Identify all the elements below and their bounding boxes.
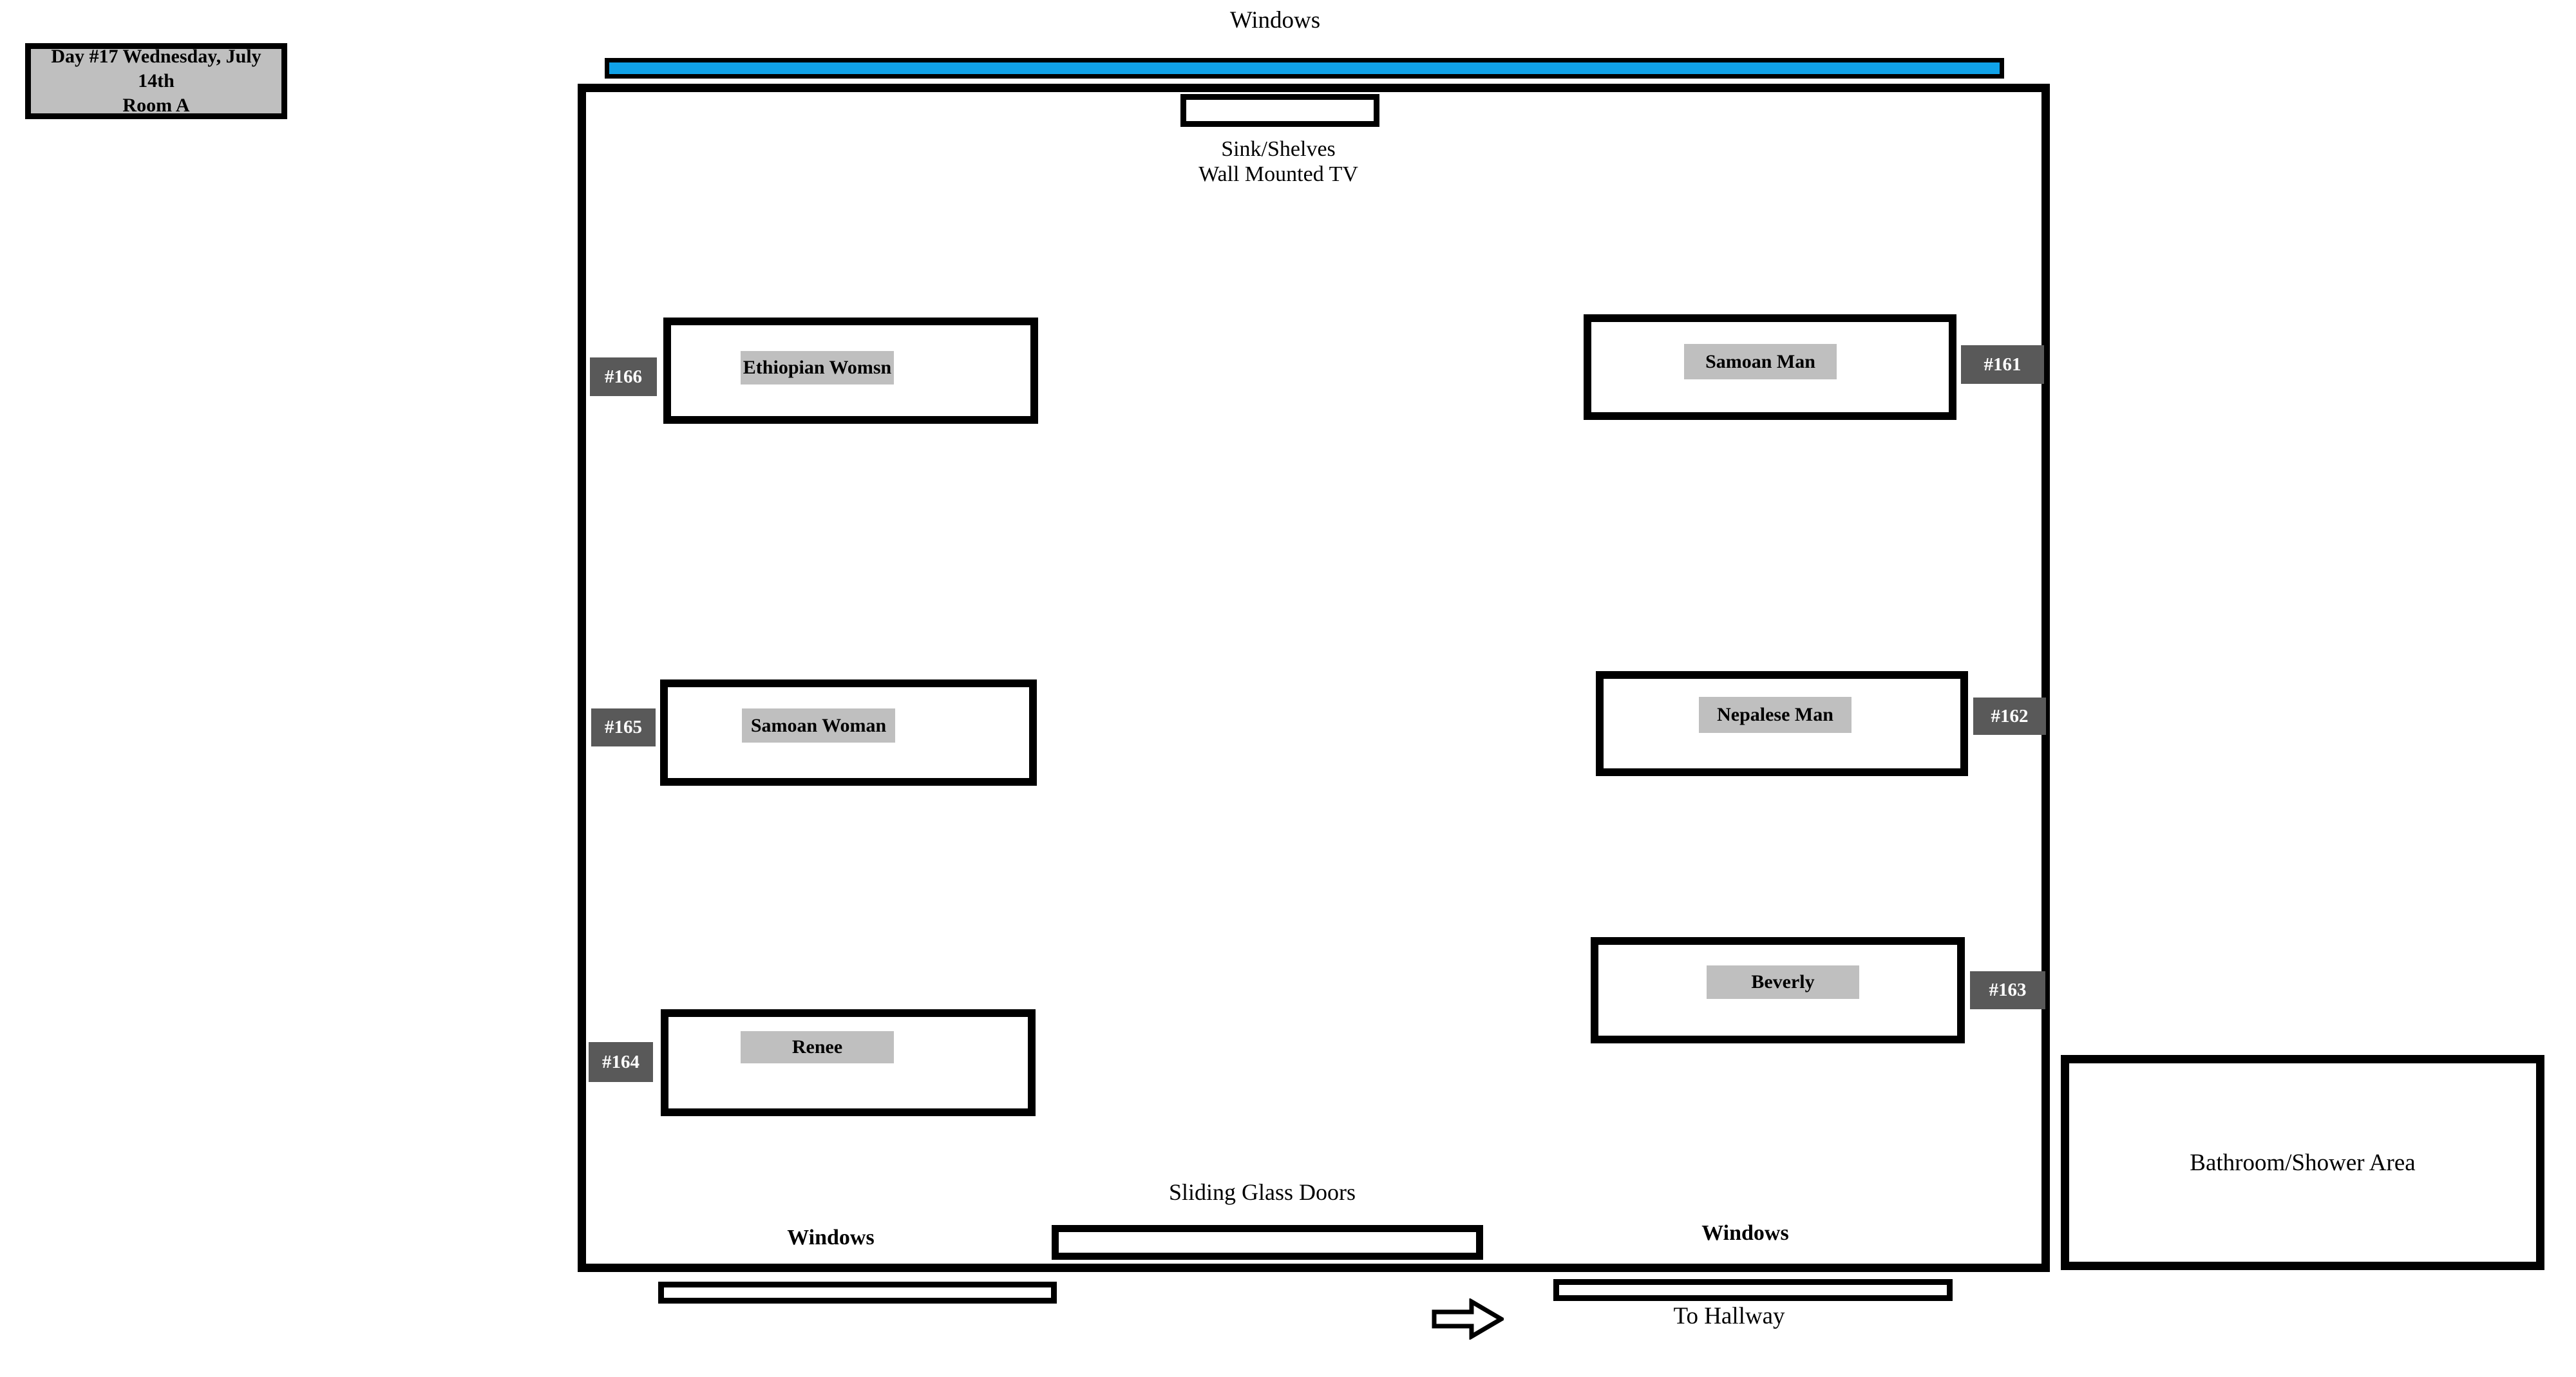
bed-tag-162: #162: [1973, 698, 2046, 735]
bed-tag-161: #161: [1961, 345, 2044, 384]
bed-162-patient-name: Nepalese Man: [1699, 697, 1852, 733]
bottom-right-window-strip: [1553, 1279, 1953, 1301]
top-window-strip: [605, 58, 2004, 79]
hallway-arrow-icon: [1432, 1297, 1506, 1341]
info-room-line: Room A: [122, 95, 190, 116]
bed-161-patient-name: Samoan Man: [1684, 344, 1837, 379]
sink-shelves-box: [1180, 94, 1379, 127]
bottom-windows-right-label: Windows: [1701, 1221, 1789, 1245]
sliding-door-box: [1052, 1225, 1483, 1260]
bed-tag-165: #165: [591, 708, 656, 746]
sink-shelves-label: Sink/Shelves: [1221, 137, 1336, 161]
bathroom-label: Bathroom/Shower Area: [2190, 1149, 2416, 1176]
bed-tag-164: #164: [589, 1042, 653, 1082]
bed-164-patient-name: Renee: [741, 1031, 894, 1063]
bed-163-patient-name: Beverly: [1707, 965, 1859, 999]
top-windows-label: Windows: [1229, 7, 1321, 33]
to-hallway-label: To Hallway: [1673, 1303, 1785, 1329]
bed-166-patient-name: Ethiopian Womsn: [741, 351, 894, 385]
bottom-windows-left-label: Windows: [787, 1226, 875, 1249]
info-date-line: Day #17 Wednesday, July 14th: [51, 46, 261, 91]
bed-165-patient-name: Samoan Woman: [742, 708, 895, 743]
bathroom-box: Bathroom/Shower Area: [2061, 1055, 2544, 1270]
bed-tag-163: #163: [1970, 971, 2045, 1009]
bottom-left-window-strip: [658, 1282, 1057, 1304]
bed-tag-166: #166: [590, 357, 657, 396]
date-room-info-box: Day #17 Wednesday, July 14th Room A: [25, 43, 287, 119]
wall-tv-label: Wall Mounted TV: [1198, 162, 1358, 186]
bed-161: [1584, 314, 1956, 420]
sliding-doors-label: Sliding Glass Doors: [1168, 1179, 1356, 1205]
